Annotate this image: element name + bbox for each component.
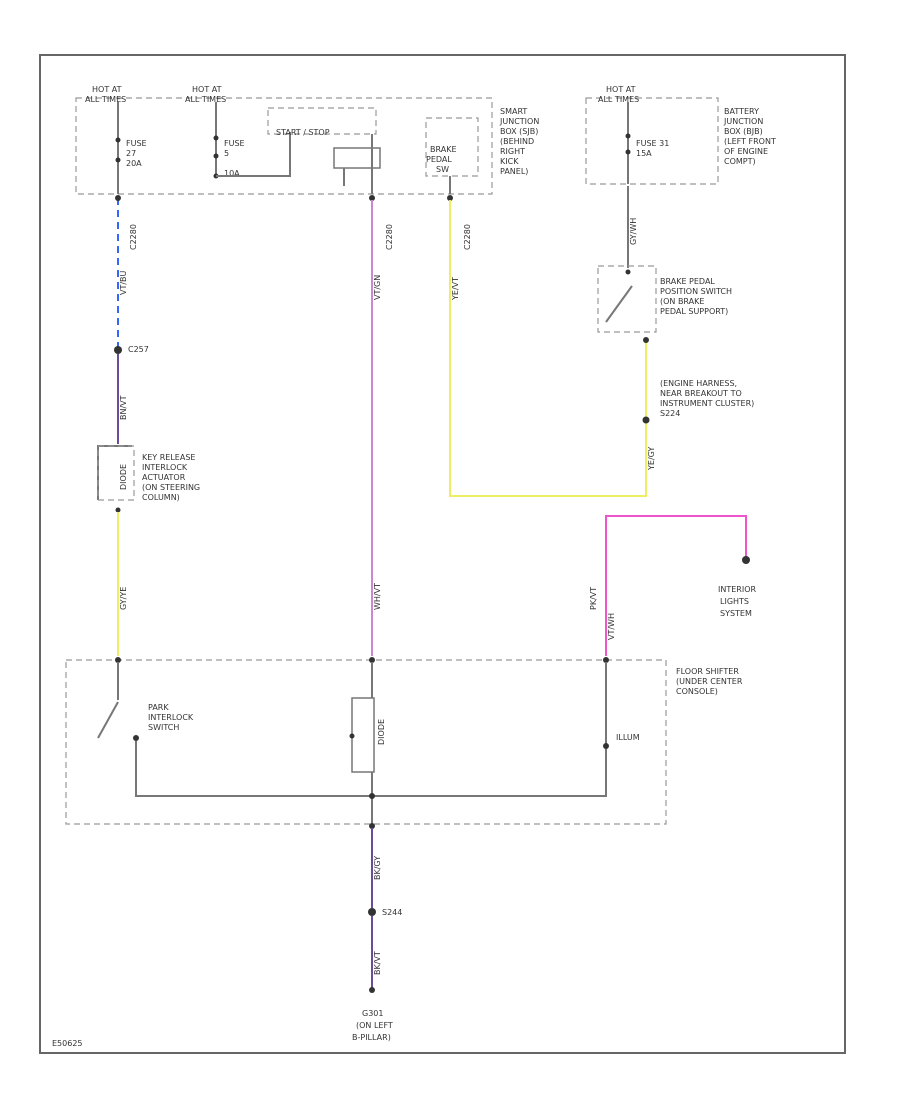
splice-c257-label: C257	[128, 345, 149, 354]
shifter-pin-center	[369, 657, 375, 663]
connector-pin-1	[115, 195, 121, 201]
connector-c2280-a: C2280	[129, 224, 138, 250]
connector-pin-2	[369, 195, 375, 201]
splice-c257	[114, 346, 122, 354]
interior-lights-terminal	[742, 556, 750, 564]
wire-code-vt-gn: VT/GN	[373, 275, 382, 300]
brake-switch-top	[625, 269, 631, 275]
key-release-coil-code: DIODE	[119, 464, 128, 490]
fuse-5-top-terminal	[213, 135, 219, 141]
ground-junction	[369, 793, 375, 799]
wire-code-wh-vt: WH/VT	[373, 583, 382, 610]
wire-code-ye-gy: YE/GY	[647, 447, 656, 471]
wire-yellow-brake	[449, 200, 647, 497]
bjb-box	[585, 97, 719, 185]
shifter-pin-right	[603, 657, 609, 663]
splice-s224	[642, 416, 650, 424]
start-stop-module-box	[267, 107, 377, 135]
key-release-box	[97, 445, 135, 501]
wire-code-bn-vt: BN/VT	[119, 395, 128, 420]
floor-shifter-box	[65, 659, 667, 825]
diode-block	[351, 697, 375, 773]
sjb-box	[75, 97, 493, 195]
wire-code-vt-wh: VT/WH	[607, 613, 616, 640]
brake-switch-box	[597, 265, 657, 333]
connector-c2280-b: C2280	[385, 224, 394, 250]
wire-code-bk-gy: BK/GY	[373, 856, 382, 880]
wire-code-ye-vt: YE/VT	[451, 277, 460, 301]
connector-pin-3	[447, 195, 453, 201]
diode-node-left	[349, 733, 355, 739]
illum-label: ILLUM	[616, 733, 640, 742]
start-stop-module-label: START / STOP	[276, 128, 330, 137]
fuse-27-bottom-terminal	[115, 157, 121, 163]
connector-c2280-c: C2280	[463, 224, 472, 250]
fuse-31-bottom-terminal	[625, 149, 631, 155]
fuse-31-top-terminal	[625, 133, 631, 139]
diode-label: DIODE	[377, 719, 386, 745]
fuse-5-bottom-terminal	[213, 153, 219, 159]
wire-code-vt-bu: VT/BU	[119, 270, 128, 295]
wire-pink	[605, 515, 747, 656]
fuse-27-top-terminal	[115, 137, 121, 143]
wire-code-gy-wh: GY/WH	[629, 218, 638, 245]
page-id: E50625	[52, 1039, 83, 1048]
splice-s244	[368, 908, 376, 916]
ground-pin	[369, 823, 375, 829]
wire-code-pk-vt: PK/VT	[589, 587, 598, 610]
ground-terminal	[369, 987, 375, 993]
key-release-pin	[115, 507, 121, 513]
wire-code-gy-ye: GY/YE	[119, 587, 128, 610]
start-stop-relay	[333, 147, 381, 169]
park-switch-blade	[97, 701, 119, 739]
shifter-pin-left	[115, 657, 121, 663]
wire-code-bk-vt: BK/VT	[373, 951, 382, 975]
brake-switch-bottom	[643, 337, 649, 343]
diagram-frame	[39, 54, 846, 1054]
illum-node	[603, 743, 609, 749]
brake-pedal-sw-box	[425, 117, 479, 177]
splice-s244-label: S244	[382, 908, 402, 917]
brake-switch-blade	[605, 285, 633, 323]
fuse-5-feed	[216, 132, 291, 177]
park-switch-contact	[133, 735, 139, 741]
